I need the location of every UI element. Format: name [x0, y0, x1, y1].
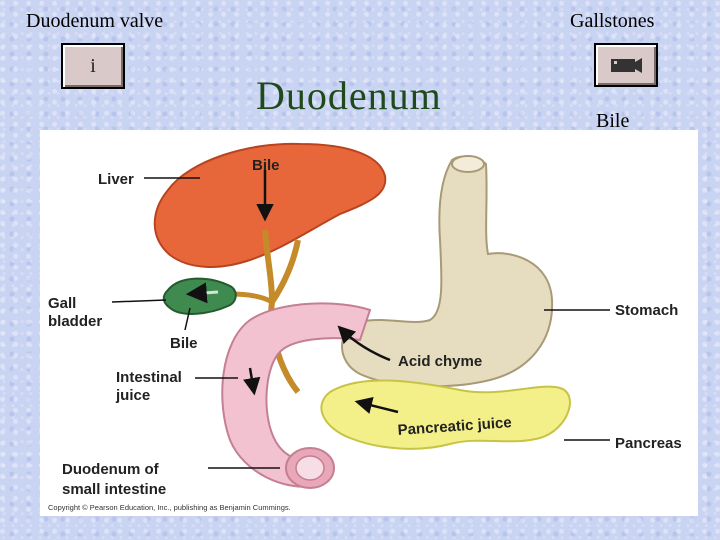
- bile-bottom-leader: [184, 307, 191, 331]
- gall-label: Gall: [48, 295, 76, 312]
- gallbladder-leader: [111, 299, 167, 303]
- pancreas-label: Pancreas: [615, 435, 682, 452]
- bladder-label: bladder: [48, 313, 102, 330]
- bile-bottom-label: Bile: [170, 335, 198, 352]
- acid-chyme-label: Acid chyme: [398, 353, 482, 370]
- bile-top-label: Bile: [252, 157, 280, 174]
- bile-duct: [262, 229, 275, 301]
- intestinal-label: Intestinal: [116, 369, 182, 386]
- gallbladder-arrow: [185, 282, 219, 304]
- duodenum-valve-title: Duodenum valve: [26, 10, 164, 32]
- pancreas-shape: [320, 379, 571, 450]
- gallbladder-shape: [162, 277, 237, 315]
- film-camera-icon: [611, 58, 642, 73]
- duodenum-valve-info-button[interactable]: i: [61, 43, 125, 89]
- acid-chyme-arrow: [337, 325, 391, 362]
- small-intestine-label: small intestine: [62, 481, 166, 498]
- bile-title: Bile: [596, 110, 630, 132]
- info-icon: i: [90, 54, 96, 77]
- duodenum-of-label: Duodenum of: [62, 461, 160, 478]
- gallstones-video-button[interactable]: [594, 43, 658, 87]
- page-title: Duodenum: [256, 73, 442, 118]
- bile-duct: [269, 239, 301, 304]
- digestive-diagram: Liver Bile Gall bladder Bile Intestinal …: [40, 130, 698, 516]
- stomach-label: Stomach: [615, 302, 678, 319]
- liver-label: Liver: [98, 171, 134, 188]
- intestinal-juice-arrow: [243, 367, 261, 396]
- gallstones-title: Gallstones: [570, 10, 655, 32]
- copyright-text: Copyright © Pearson Education, Inc., pub…: [48, 503, 291, 512]
- pancreatic-juice-arrow: [354, 396, 399, 414]
- juice-label: juice: [115, 387, 150, 404]
